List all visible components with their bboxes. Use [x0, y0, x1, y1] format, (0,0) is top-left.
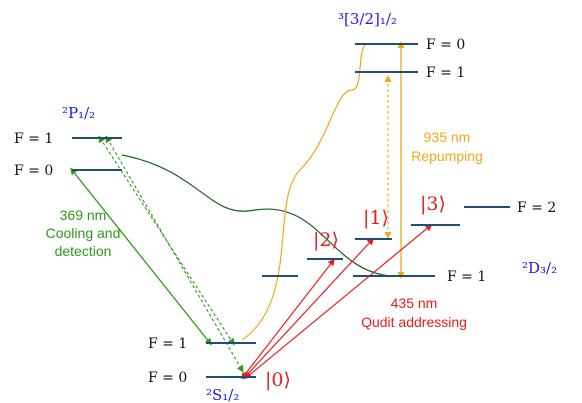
- ket-1-label: |1⟩: [363, 207, 389, 229]
- s-state-label: ²S₁/₂: [206, 386, 239, 403]
- top-f1-label: F = 1: [426, 65, 465, 81]
- qudit-arrow-to-3: [244, 224, 433, 379]
- p-f1-label: F = 1: [14, 131, 53, 147]
- s-f1-label: F = 1: [148, 336, 187, 352]
- top-f0-label: F = 0: [426, 37, 465, 53]
- cooling-wavelength-label: 369 nm: [60, 207, 107, 223]
- qudit-label-line2: Qudit addressing: [361, 314, 467, 330]
- ket-3-label: |3⟩: [420, 193, 446, 215]
- ket-2-label: |2⟩: [313, 229, 339, 251]
- p-f0-label: F = 0: [14, 163, 53, 179]
- d-state-label: ²D₃/₂: [522, 259, 557, 277]
- repump-label-line2: Repumping: [411, 148, 483, 164]
- qudit-arrow-to-1: [242, 237, 375, 380]
- p-state-label: ²P₁/₂: [62, 104, 95, 122]
- cooling-label-line2: Cooling and: [46, 225, 121, 241]
- repump-wavelength-label: 935 nm: [424, 129, 471, 145]
- qudit-arrow-to-2: [241, 258, 335, 380]
- p-to-d-decay-curve: [121, 154, 391, 277]
- detection-transition-dotted-2: [105, 135, 244, 373]
- top-state-label: ³[3/2]₁/₂: [338, 10, 397, 28]
- ket-0-label: |0⟩: [265, 369, 291, 391]
- d-f2-label: F = 2: [517, 200, 556, 216]
- cooling-label-line3: detection: [55, 243, 112, 259]
- s-f0-label: F = 0: [148, 370, 187, 386]
- d-f1-label: F = 1: [447, 269, 486, 285]
- qudit-wavelength-label: 435 nm: [391, 295, 438, 311]
